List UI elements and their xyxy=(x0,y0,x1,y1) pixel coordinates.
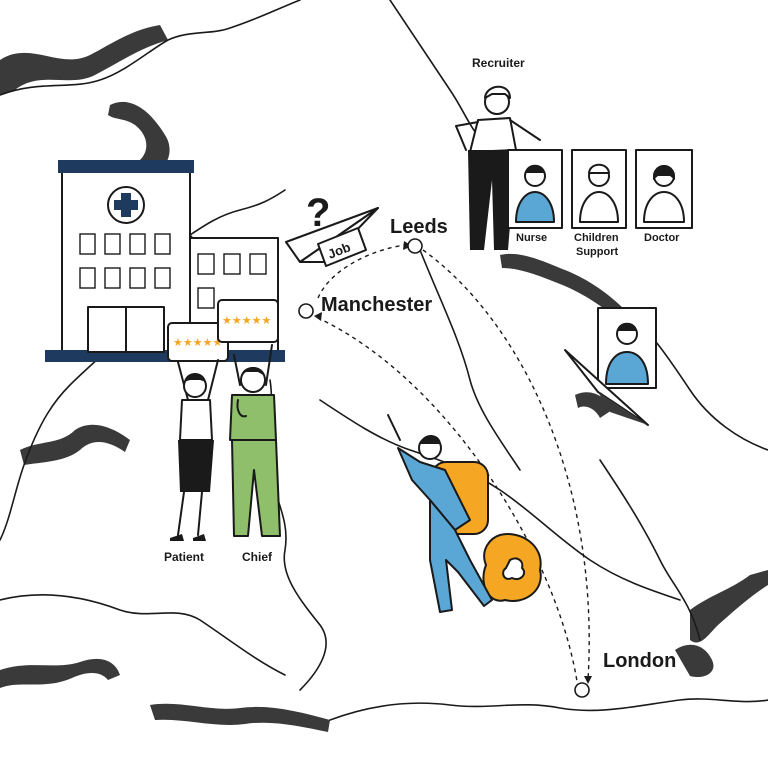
label-nurse: Nurse xyxy=(516,232,547,244)
coast-outline-south xyxy=(329,698,768,721)
coast-shadow-east-2 xyxy=(675,644,714,678)
coast-shadow-northwest xyxy=(0,25,168,95)
coast-shadow-south xyxy=(150,703,330,732)
coast-outline-southwest xyxy=(0,594,286,676)
coast-shadow-east xyxy=(690,570,768,643)
city-label-leeds: Leeds xyxy=(390,216,448,238)
city-marker-manchester xyxy=(298,303,314,319)
jetpack-nurse-figure xyxy=(387,414,542,613)
route-manchester-to-leeds xyxy=(317,244,406,299)
label-children-support-line1: Children xyxy=(574,232,619,244)
job-tag xyxy=(317,227,367,267)
hospital-roof xyxy=(58,160,194,173)
label-children-support-line2: Support xyxy=(576,246,618,258)
city-marker-london xyxy=(574,682,590,698)
label-patient: Patient xyxy=(164,550,204,564)
route-leeds-to-london xyxy=(422,249,590,681)
region-border-midlands xyxy=(319,399,681,601)
coast-outline-northeast xyxy=(389,0,491,151)
question-mark-icon: ? xyxy=(306,191,330,235)
city-marker-leeds xyxy=(407,238,423,254)
region-border-east xyxy=(599,459,701,641)
coast-shadow-wales-north xyxy=(20,424,130,465)
patient-figure xyxy=(170,359,219,541)
candidate-card-nurse xyxy=(507,149,563,229)
coast-shadow-northwest-2 xyxy=(108,101,170,175)
rating-sign-right: ★★★★★ xyxy=(217,299,279,343)
job-paper-plane: Job xyxy=(285,207,379,267)
medical-cross-icon xyxy=(114,193,138,217)
rating-stars-right: ★★★★★ xyxy=(222,314,271,327)
route-london-to-manchester xyxy=(317,317,579,689)
routes xyxy=(317,244,590,689)
rating-sign-left: ★★★★★ xyxy=(167,322,229,362)
candidate-card-doctor xyxy=(635,149,693,229)
coast-outline-north xyxy=(0,0,301,96)
chief-figure xyxy=(229,344,281,537)
hospital-windows xyxy=(79,233,267,309)
coast-shadow-northeast xyxy=(500,253,625,318)
label-doctor: Doctor xyxy=(644,232,680,244)
candidate-card-children-support xyxy=(571,149,627,229)
label-recruiter: Recruiter xyxy=(472,56,525,70)
rating-stars-left: ★★★★★ xyxy=(173,336,222,349)
recruiter-figure xyxy=(455,85,541,250)
coast-shadow-southwest xyxy=(0,658,120,688)
region-border-north xyxy=(419,249,521,471)
label-chief: Chief xyxy=(242,550,273,564)
arrowhead-london xyxy=(584,676,592,684)
nurse-paper-plane xyxy=(564,307,657,426)
arrowhead-manchester xyxy=(314,312,322,321)
coast-outline-bay xyxy=(189,189,286,236)
city-label-london: London xyxy=(603,650,676,672)
city-markers xyxy=(298,238,590,698)
city-label-manchester: Manchester xyxy=(321,294,432,316)
